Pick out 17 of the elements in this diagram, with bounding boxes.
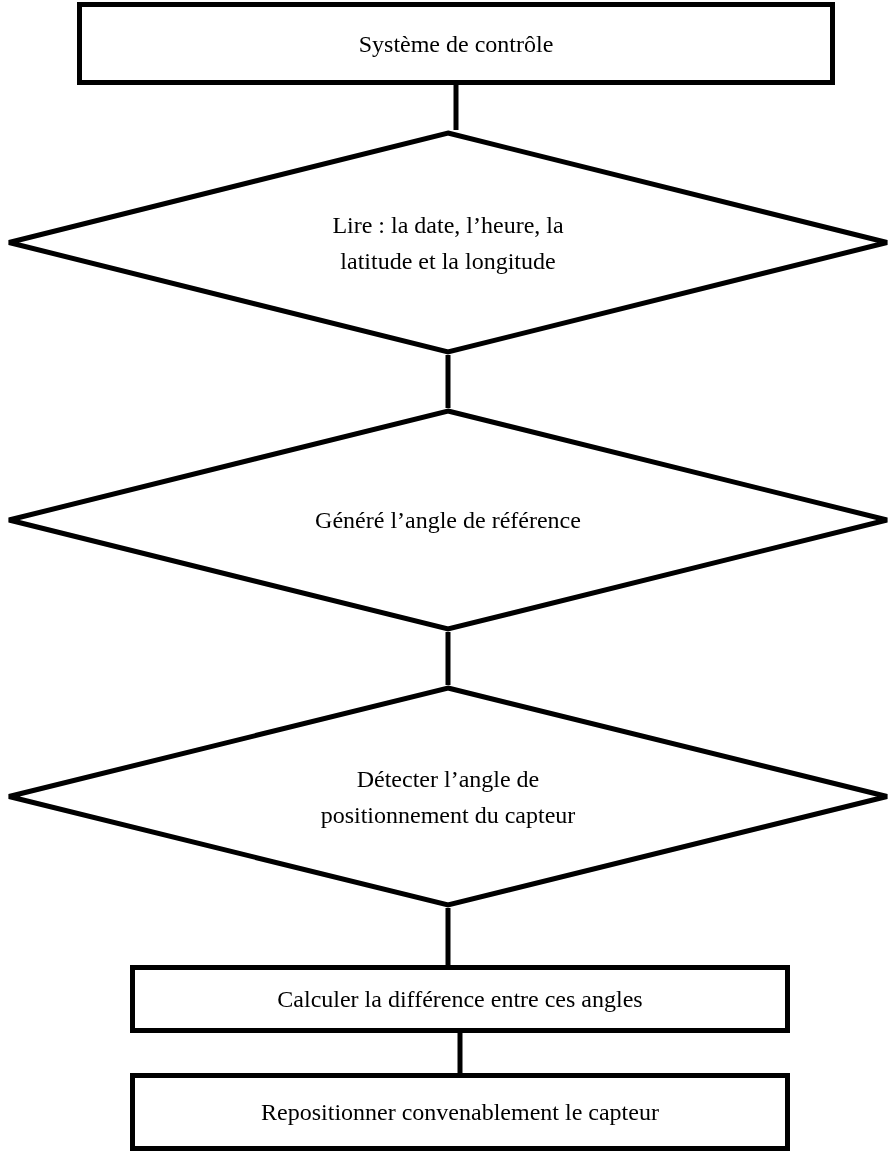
connector-line: [445, 355, 451, 408]
node-label: Calculer la différence entre ces angles: [277, 985, 643, 1014]
decision-diamond: [6, 408, 890, 632]
decision-diamond: [6, 130, 890, 355]
node-label: Généré l’angle de référence: [315, 506, 581, 535]
decision-diamond: [6, 685, 890, 908]
node-label: Lire : la date, l’heure, la latitude et la longitude: [331, 210, 565, 276]
process-box: [77, 2, 835, 85]
connector-line: [457, 1033, 463, 1073]
process-box: [130, 1073, 790, 1151]
connector-line: [445, 632, 451, 685]
node-label: Détecter l’angle de positionnement du capteur: [319, 764, 577, 830]
node-label: Système de contrôle: [358, 29, 554, 59]
process-box: [130, 965, 790, 1033]
connector-line: [445, 908, 451, 965]
node-label: Repositionner convenablement le capteur: [261, 1098, 659, 1127]
connector-line: [453, 85, 459, 130]
